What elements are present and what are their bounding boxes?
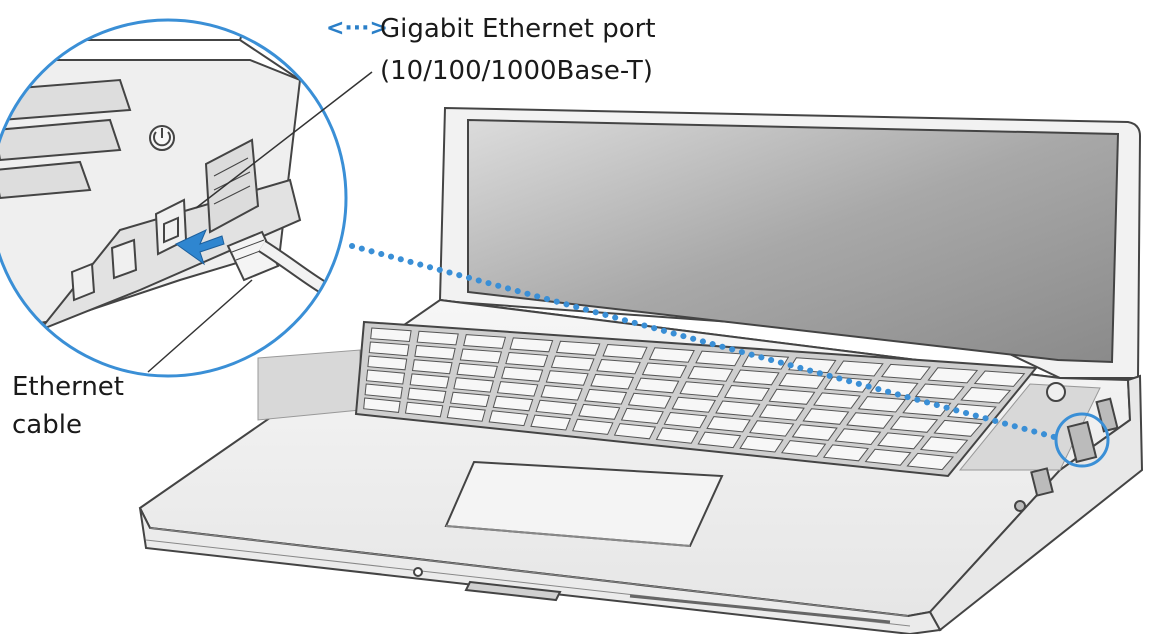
- key: [446, 406, 486, 422]
- key: [505, 351, 549, 368]
- key: [584, 388, 628, 405]
- key: [613, 423, 657, 440]
- port-label: Gigabit Ethernet port: [380, 14, 656, 44]
- key: [367, 355, 408, 371]
- key: [864, 448, 912, 466]
- cable-label: Ethernet: [12, 372, 124, 402]
- key: [627, 392, 672, 409]
- dotted-connector: [349, 243, 1061, 441]
- key: [370, 327, 412, 343]
- key: [363, 397, 401, 413]
- key: [671, 396, 717, 413]
- key: [823, 376, 873, 393]
- key: [409, 373, 450, 389]
- key: [535, 399, 577, 416]
- key: [655, 427, 699, 444]
- key: [973, 370, 1026, 387]
- key: [492, 395, 534, 412]
- key: [550, 355, 595, 371]
- key: [715, 400, 761, 417]
- power-button: [1046, 382, 1066, 402]
- key: [781, 440, 827, 457]
- ethernet-symbol-icon: <···>: [326, 16, 388, 41]
- key: [802, 408, 850, 425]
- key: [846, 412, 894, 429]
- ethernet-port-highlight: [1054, 412, 1110, 468]
- key: [572, 418, 614, 435]
- key: [365, 369, 406, 385]
- zoom-detail: [0, 18, 348, 378]
- key: [749, 420, 795, 437]
- key: [509, 337, 554, 353]
- key: [590, 373, 635, 390]
- key: [453, 377, 494, 393]
- key: [768, 388, 816, 405]
- key: [407, 387, 447, 403]
- cable-label-continued: cable: [12, 410, 82, 440]
- key: [596, 358, 641, 375]
- key: [555, 340, 601, 356]
- key: [496, 381, 539, 397]
- key: [368, 341, 410, 357]
- key: [739, 435, 784, 453]
- key: [648, 347, 695, 363]
- key: [741, 353, 790, 370]
- key: [449, 391, 490, 408]
- key: [706, 416, 751, 433]
- key: [501, 366, 544, 382]
- port-spec: (10/100/1000Base-T): [380, 56, 653, 86]
- key: [919, 436, 969, 454]
- key: [822, 444, 869, 462]
- key: [927, 367, 979, 384]
- key: [687, 365, 734, 382]
- key: [697, 431, 742, 449]
- key: [960, 386, 1012, 404]
- key: [695, 350, 743, 367]
- key: [889, 416, 939, 433]
- cable-leader-line: [147, 279, 253, 373]
- key: [404, 401, 444, 418]
- key: [456, 362, 498, 379]
- key: [634, 377, 680, 394]
- key: [914, 383, 965, 400]
- key: [459, 348, 503, 364]
- key: [834, 360, 884, 377]
- key: [778, 372, 826, 390]
- key: [933, 419, 983, 437]
- key: [679, 381, 725, 398]
- laptop-screen: [467, 118, 1120, 364]
- key: [364, 383, 403, 399]
- insertion-arrow: [175, 228, 225, 266]
- key: [488, 410, 529, 427]
- key: [880, 363, 931, 381]
- key: [813, 392, 861, 409]
- key: [411, 359, 453, 375]
- key: [530, 414, 572, 431]
- key: [641, 362, 688, 379]
- key: [857, 396, 907, 413]
- key: [414, 344, 456, 360]
- key: [416, 330, 459, 346]
- keyboard-keys: [363, 327, 1026, 471]
- key: [732, 369, 780, 386]
- key: [602, 343, 648, 360]
- key: [578, 403, 621, 420]
- key: [877, 432, 925, 450]
- key: [663, 411, 708, 429]
- port-leader-line: [195, 71, 373, 209]
- key: [620, 407, 664, 425]
- key: [540, 384, 583, 401]
- key: [834, 428, 882, 446]
- key: [791, 424, 838, 441]
- key: [723, 384, 771, 402]
- key: [906, 452, 955, 471]
- key: [463, 334, 507, 349]
- key: [758, 404, 805, 421]
- key: [545, 370, 589, 386]
